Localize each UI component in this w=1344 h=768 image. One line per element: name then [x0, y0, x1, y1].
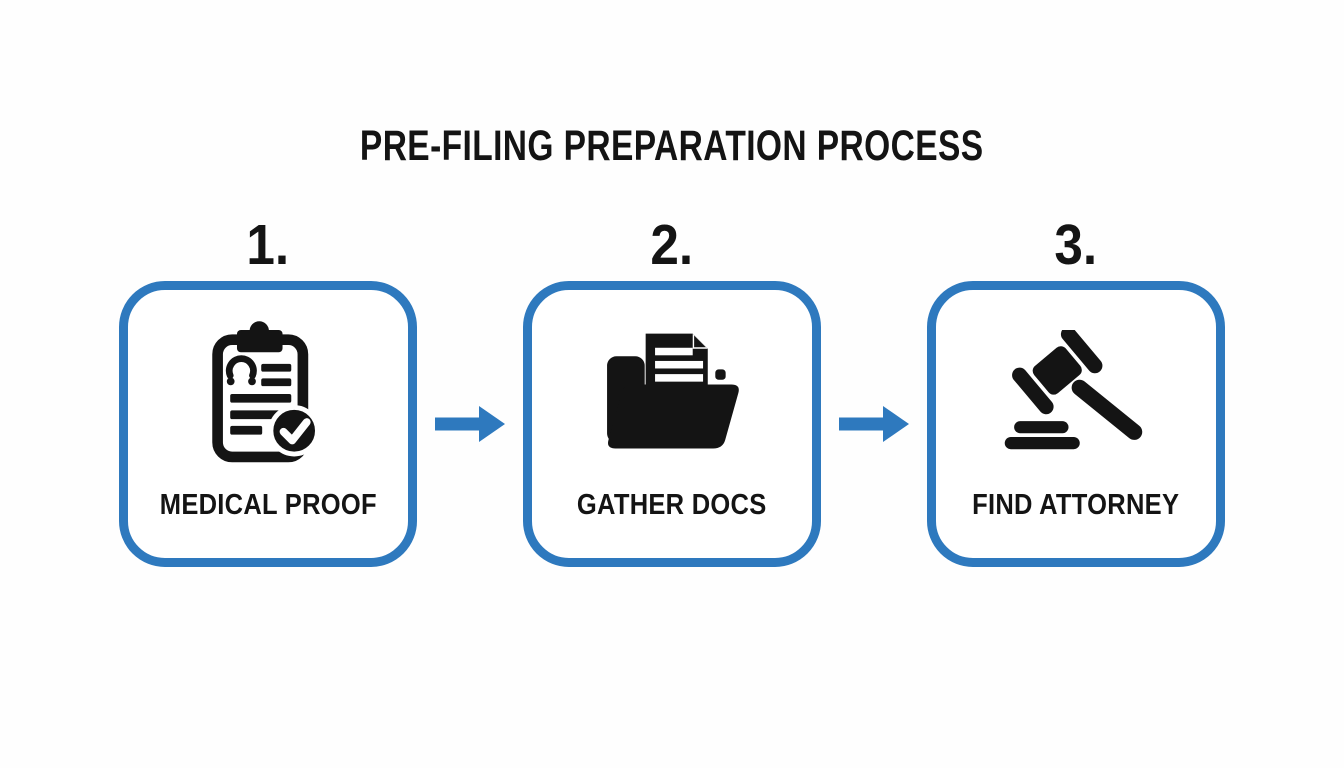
step-number: 2. [650, 213, 694, 277]
step-gather-docs: 2. GATHER [523, 217, 821, 567]
medical-clipboard-check-icon [205, 290, 331, 489]
flow-connector [821, 281, 927, 567]
step-label: MEDICAL PROOF [159, 489, 377, 521]
step-box-find-attorney: FIND ATTORNEY [927, 281, 1225, 567]
step-find-attorney: 3. FIND ATTORNEY [927, 217, 1225, 567]
step-number: 1. [246, 213, 290, 277]
step-box-medical-proof: MEDICAL PROOF [119, 281, 417, 567]
step-medical-proof: 1. [119, 217, 417, 567]
arrow-right-icon [435, 406, 505, 442]
page-title-text: PRE-FILING PREPARATION PROCESS [360, 122, 984, 170]
flow-connector [417, 281, 523, 567]
arrow-right-icon [839, 406, 909, 442]
step-number: 3. [1054, 213, 1098, 277]
folder-documents-icon [592, 290, 752, 489]
process-flow: 1. [0, 217, 1344, 567]
step-label: FIND ATTORNEY [972, 489, 1180, 521]
step-label: GATHER DOCS [577, 489, 767, 521]
gavel-icon [1001, 290, 1151, 489]
step-box-gather-docs: GATHER DOCS [523, 281, 821, 567]
page-title: PRE-FILING PREPARATION PROCESS [0, 0, 1344, 171]
